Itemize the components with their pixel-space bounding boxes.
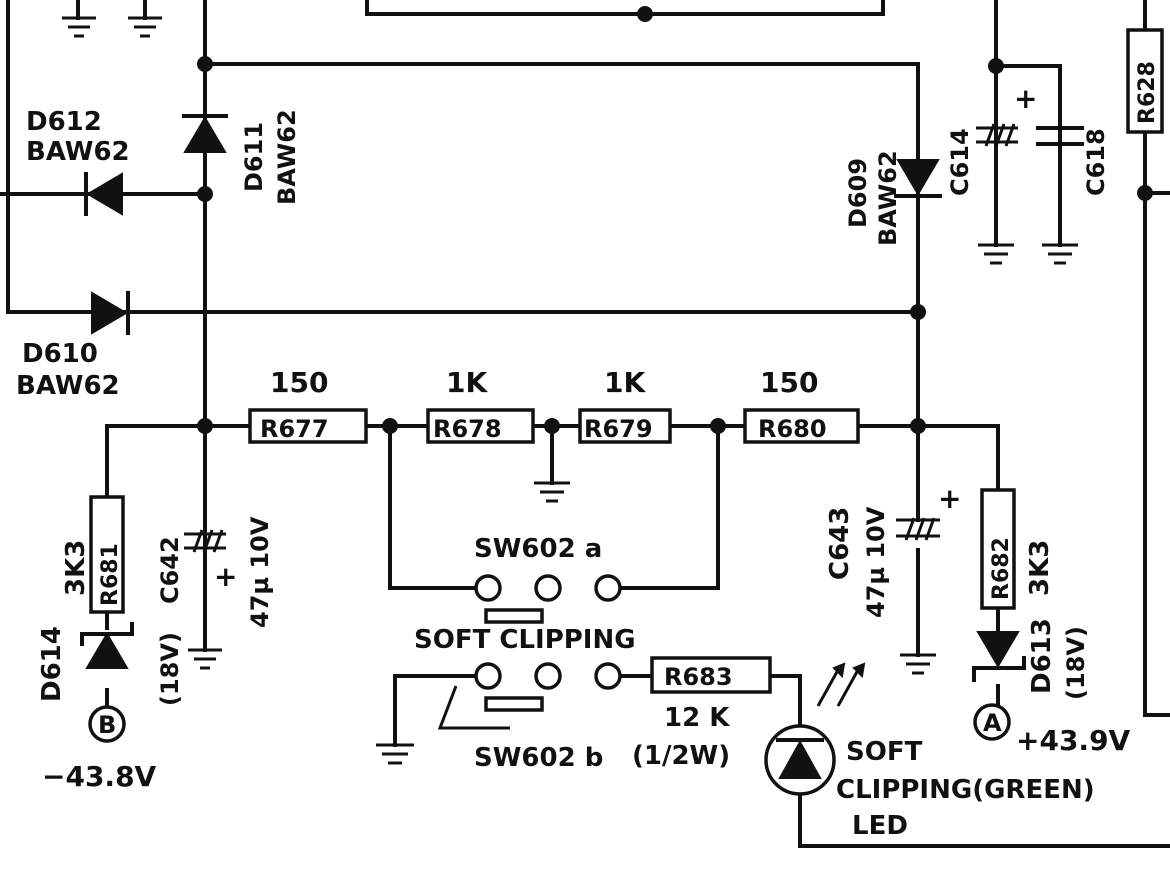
d613-ref: D613 bbox=[1027, 618, 1057, 694]
terminal-a-voltage: +43.9V bbox=[1016, 724, 1131, 757]
junction-dots bbox=[197, 6, 1153, 434]
led-soft-clipping bbox=[764, 662, 866, 796]
ground-c643 bbox=[900, 653, 936, 675]
c643-polarity: + bbox=[938, 482, 961, 515]
resistor-r683 bbox=[650, 656, 772, 694]
c614-polarity: + bbox=[1014, 82, 1037, 115]
d611-part: BAW62 bbox=[273, 109, 301, 205]
resistor-r677 bbox=[248, 408, 368, 444]
zener-d613 bbox=[972, 631, 1026, 682]
ground-c614 bbox=[978, 243, 1014, 265]
led-label-line1: SOFT bbox=[846, 737, 923, 767]
switch-label: SOFT CLIPPING bbox=[414, 625, 636, 655]
ground-c618 bbox=[1042, 243, 1078, 265]
zener-d614 bbox=[80, 622, 134, 669]
terminal-a-letter: A bbox=[983, 709, 1002, 737]
r678-value: 1K bbox=[446, 366, 488, 399]
r677-value: 150 bbox=[270, 366, 328, 399]
diode-d610 bbox=[91, 291, 130, 335]
d613-rating: (18V) bbox=[1062, 626, 1090, 700]
c642-polarity: + bbox=[214, 560, 237, 593]
resistor-r679 bbox=[578, 408, 672, 444]
diode-d612 bbox=[84, 172, 123, 216]
d614-rating: (18V) bbox=[156, 632, 184, 706]
d609-ref: D609 bbox=[844, 158, 872, 228]
diode-d611 bbox=[182, 114, 228, 153]
resistor-r682 bbox=[980, 488, 1016, 610]
capacitor-c618 bbox=[1036, 126, 1084, 146]
r677-ref: R677 bbox=[260, 415, 329, 443]
r680-value: 150 bbox=[760, 366, 818, 399]
c614-ref: C614 bbox=[946, 128, 974, 196]
terminal-a: A bbox=[973, 703, 1011, 741]
sw602b-ref: SW602 b bbox=[474, 743, 603, 773]
resistor-r628 bbox=[1126, 28, 1164, 134]
terminal-b-letter: B bbox=[98, 711, 116, 739]
c618-ref: C618 bbox=[1082, 128, 1110, 196]
d612-part: BAW62 bbox=[26, 137, 130, 167]
c642-value: 47µ 10V bbox=[246, 516, 274, 628]
resistor-r680 bbox=[743, 408, 860, 444]
switch-sw602b bbox=[437, 662, 622, 730]
r681-value: 3K3 bbox=[61, 540, 91, 596]
r678-ref: R678 bbox=[433, 415, 502, 443]
terminal-b-voltage: −43.8V bbox=[42, 760, 157, 793]
switch-sw602a bbox=[474, 574, 622, 624]
r679-value: 1K bbox=[604, 366, 646, 399]
capacitor-c614 bbox=[976, 123, 1018, 147]
d609-part: BAW62 bbox=[874, 150, 902, 246]
terminal-b: B bbox=[88, 705, 126, 743]
diode-d609 bbox=[894, 159, 942, 198]
r683-rating: (1/2W) bbox=[632, 741, 730, 771]
d612-ref: D612 bbox=[26, 107, 102, 137]
led-label-line2: CLIPPING(GREEN) bbox=[836, 775, 1095, 805]
r682-value: 3K3 bbox=[1025, 540, 1055, 596]
resistor-r681 bbox=[89, 495, 125, 614]
r680-ref: R680 bbox=[758, 415, 827, 443]
c643-value: 47µ 10V bbox=[862, 506, 890, 618]
ground-sw602b bbox=[376, 743, 414, 765]
c642-ref: C642 bbox=[156, 536, 184, 604]
resistor-r678 bbox=[426, 408, 535, 444]
r681-ref: R681 bbox=[98, 543, 123, 606]
d614-ref: D614 bbox=[37, 626, 67, 702]
d610-ref: D610 bbox=[22, 339, 98, 369]
capacitor-c642 bbox=[184, 529, 226, 553]
r683-ref: R683 bbox=[664, 663, 733, 691]
c643-ref: C643 bbox=[825, 507, 855, 580]
r679-ref: R679 bbox=[584, 415, 653, 443]
d610-part: BAW62 bbox=[16, 371, 120, 401]
led-label-line3: LED bbox=[852, 811, 908, 841]
r628-ref: R628 bbox=[1135, 61, 1160, 124]
capacitor-c643 bbox=[896, 517, 940, 541]
r682-ref: R682 bbox=[989, 537, 1014, 600]
d611-ref: D611 bbox=[240, 122, 268, 192]
r683-value: 12 K bbox=[664, 703, 730, 733]
sw602a-ref: SW602 a bbox=[474, 534, 602, 564]
ground-r678-r679 bbox=[534, 481, 570, 503]
ground-c642 bbox=[188, 648, 222, 670]
